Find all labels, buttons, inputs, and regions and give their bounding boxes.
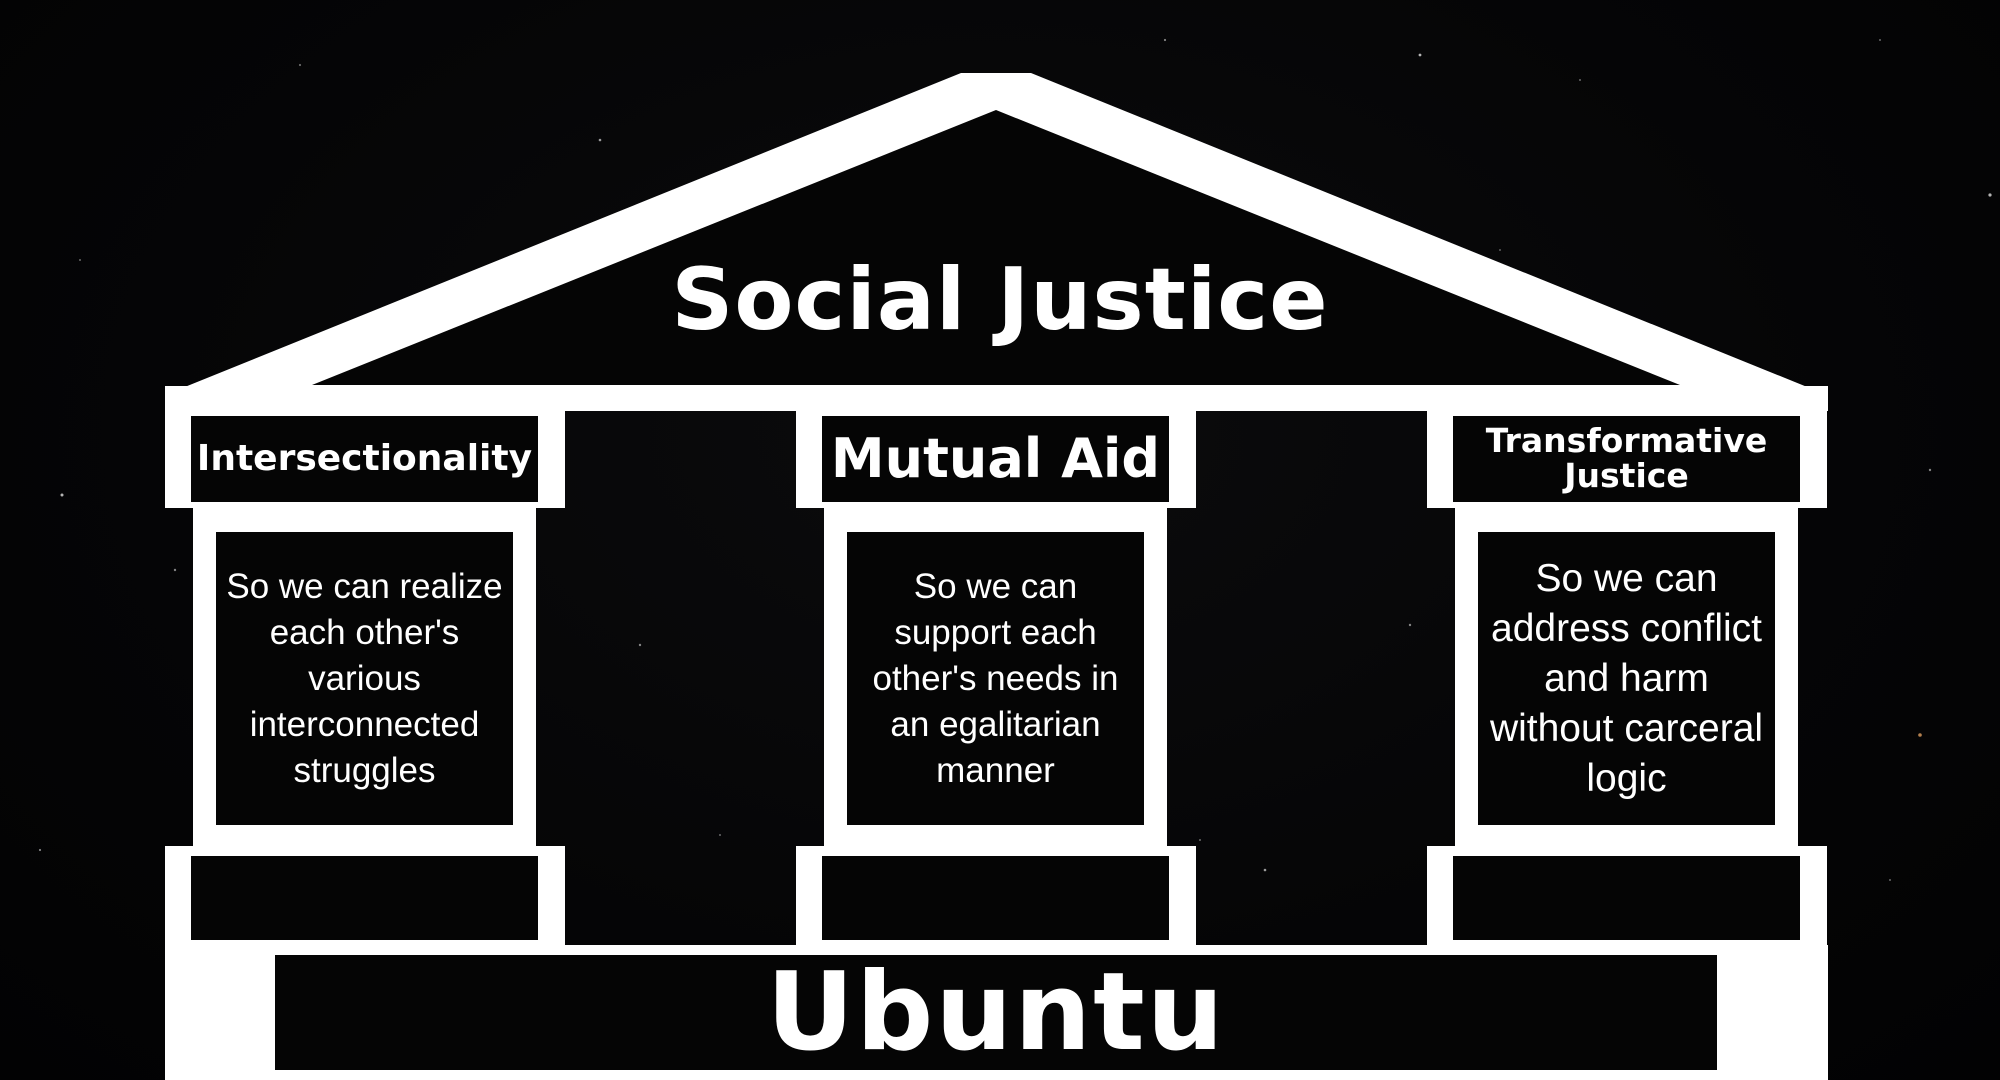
pillar-heading: Transformative Justice: [1453, 416, 1800, 502]
pillar-description: So we can support each other's needs in …: [847, 532, 1144, 825]
foundation-label: Ubuntu: [275, 950, 1717, 1075]
pillar-heading: Intersectionality: [191, 416, 538, 502]
roof-pediment: [165, 73, 1827, 395]
pillar-base-inset: [1453, 856, 1800, 940]
pillar-description: So we can realize each other's various i…: [216, 532, 513, 825]
pillar-base-inset: [191, 856, 538, 940]
entablature: [165, 386, 1828, 411]
pillar-base-inset: [822, 856, 1169, 940]
pillar-description: So we can address conflict and harm with…: [1478, 532, 1775, 825]
pillar-heading: Mutual Aid: [822, 416, 1169, 502]
roof-title: Social Justice: [671, 250, 1329, 350]
